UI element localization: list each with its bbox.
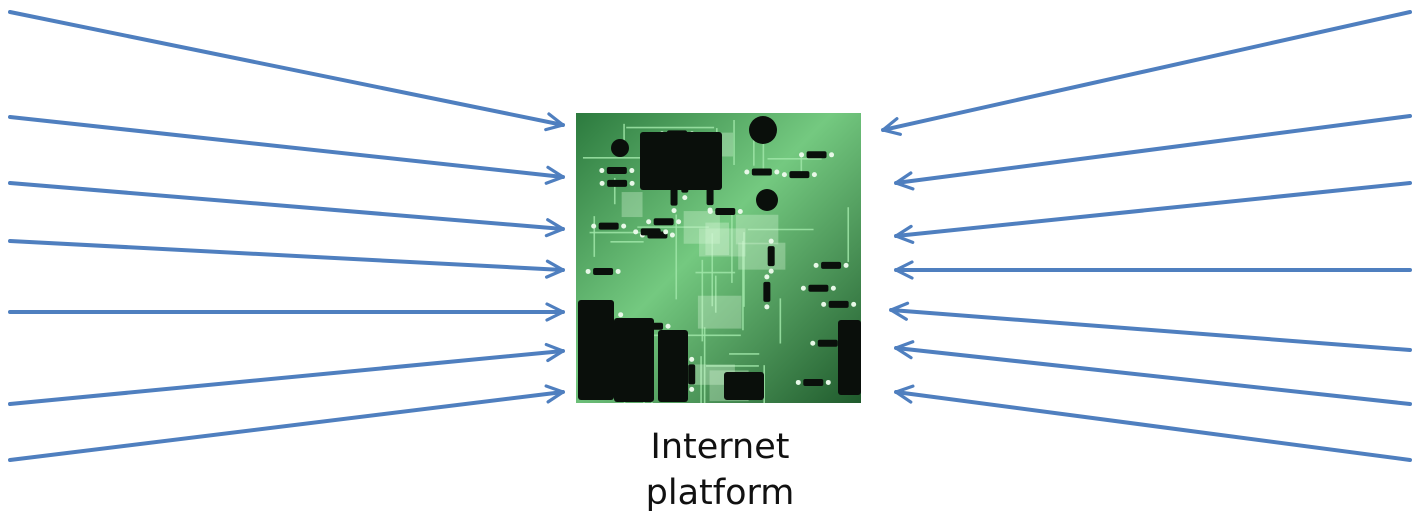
board-pad — [795, 379, 801, 385]
board-capacitor — [756, 189, 778, 211]
board-pad — [810, 340, 816, 346]
caption-line-1: Internet — [650, 427, 790, 467]
right-arrow-icon-7 — [894, 384, 1412, 462]
board-resistor — [767, 246, 775, 267]
board-highlight — [705, 222, 730, 256]
board-chip — [614, 318, 654, 402]
board-pad — [663, 229, 669, 235]
board-pad — [830, 285, 836, 291]
left-arrow-icon-1 — [8, 10, 565, 132]
board-pad — [764, 274, 770, 280]
board-highlight — [699, 228, 746, 257]
circuit-board-image — [576, 113, 861, 403]
board-resistor — [688, 364, 696, 385]
board-pad — [618, 312, 624, 318]
left-arrow-icon-7 — [8, 384, 565, 462]
board-resistor — [670, 185, 678, 206]
board-highlight — [683, 211, 720, 244]
board-pad — [646, 219, 652, 225]
board-pad — [811, 172, 817, 178]
board-resistor — [606, 167, 627, 175]
board-resistor — [653, 218, 674, 226]
right-arrow-icon-3 — [894, 181, 1412, 244]
board-pad — [615, 268, 621, 274]
board-chip — [578, 300, 614, 400]
left-arrow-icon-2 — [8, 115, 565, 185]
board-pad — [629, 180, 635, 186]
internet-platform-caption: Internet platform — [560, 424, 880, 516]
board-resistor — [751, 168, 772, 176]
board-resistor — [593, 267, 614, 275]
board-pad — [768, 268, 774, 274]
left-arrow-icon-6 — [8, 342, 565, 406]
right-arrow-icon-1 — [881, 10, 1412, 136]
board-pad — [669, 232, 675, 238]
left-arrow-icon-4 — [8, 239, 565, 279]
board-components — [578, 116, 861, 402]
board-pad — [665, 323, 671, 329]
board-pad — [676, 219, 682, 225]
board-pad — [821, 301, 827, 307]
board-pad — [737, 209, 743, 215]
board-resistor — [806, 151, 827, 159]
caption-line-2: platform — [645, 473, 795, 513]
board-resistor — [817, 339, 838, 347]
board-pad — [621, 223, 627, 229]
board-pad — [764, 304, 770, 310]
board-chip — [640, 132, 722, 190]
board-resistor — [808, 284, 829, 292]
board-pad — [825, 379, 831, 385]
board-highlight — [688, 364, 735, 385]
board-pad — [768, 238, 774, 244]
left-arrows — [8, 10, 565, 462]
board-chip — [838, 320, 861, 395]
right-arrows — [881, 10, 1412, 462]
board-pad — [671, 208, 677, 214]
board-pad — [707, 207, 713, 213]
board-pad — [689, 386, 695, 392]
board-capacitor — [749, 116, 777, 144]
board-pad — [629, 168, 635, 174]
board-pad — [599, 180, 605, 186]
board-pad — [689, 356, 695, 362]
board-resistor — [607, 179, 628, 187]
board-resistor — [789, 171, 810, 179]
board-capacitor — [611, 139, 629, 157]
right-arrow-icon-6 — [894, 340, 1412, 406]
board-pad — [800, 285, 806, 291]
board-pad — [781, 172, 787, 178]
board-pad — [585, 268, 591, 274]
board-pad — [851, 301, 857, 307]
board-pad — [813, 262, 819, 268]
board-resistor — [715, 208, 736, 216]
board-highlight — [738, 242, 786, 270]
board-resistor — [828, 300, 849, 308]
board-chip — [658, 330, 688, 402]
board-resistor — [598, 222, 619, 230]
board-pad — [829, 152, 835, 158]
board-resistor — [803, 378, 824, 386]
board-pad — [599, 168, 605, 174]
board-pad — [744, 169, 750, 175]
board-pad — [799, 152, 805, 158]
right-arrow-icon-5 — [889, 301, 1412, 352]
board-resistor — [763, 281, 771, 302]
board-highlight — [621, 192, 643, 218]
board-resistor — [706, 185, 714, 206]
board-pad — [591, 223, 597, 229]
board-resistor — [640, 228, 661, 236]
board-pad — [774, 169, 780, 175]
left-arrow-icon-3 — [8, 181, 565, 238]
board-highlight — [697, 295, 742, 329]
board-pad — [682, 195, 688, 201]
board-chip — [724, 372, 764, 400]
board-pad — [843, 262, 849, 268]
board-pad — [633, 229, 639, 235]
right-arrow-icon-2 — [894, 114, 1412, 191]
board-resistor — [821, 261, 842, 269]
